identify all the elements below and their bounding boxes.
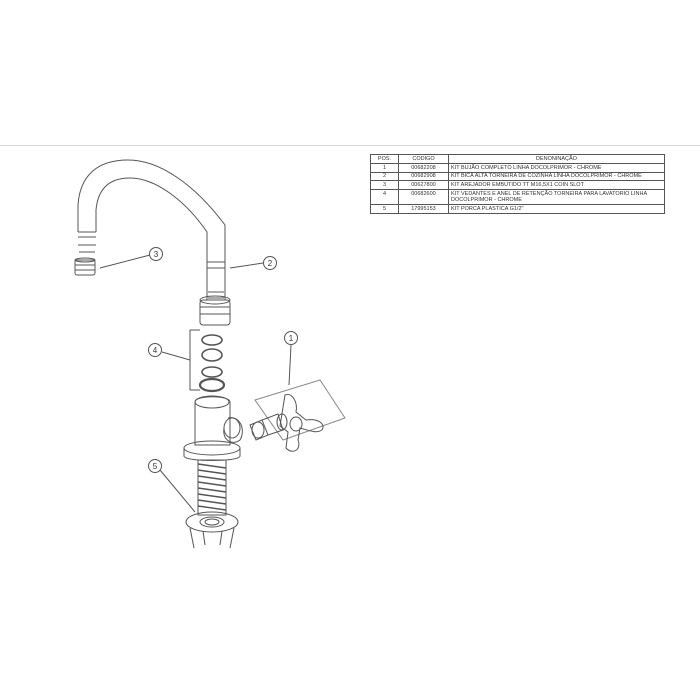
seals-part — [198, 334, 226, 393]
svg-text:1: 1 — [289, 334, 294, 343]
leader-lines — [99, 254, 292, 513]
row-code: 00682208 — [398, 162, 449, 173]
row-description: KIT BUJÃO COMPLETO LINHA DOCOLPRIMOR - C… — [448, 162, 665, 173]
callout-1: 1 — [284, 331, 298, 345]
row-code: 00682600 — [398, 189, 449, 206]
spout-part — [77, 159, 226, 300]
row-description: KIT VEDANTES E ANEL DE RETENÇÃO TORNEIRA… — [448, 189, 665, 206]
table-row: 2 00682908 KIT BICA ALTA TORNEIRA DE COZ… — [370, 171, 665, 182]
header-pos: POS. — [370, 154, 399, 164]
row-pos: 4 — [370, 189, 399, 206]
table-header-row: POS. CODIGO DENONINAÇÃO — [370, 154, 665, 164]
svg-text:3: 3 — [154, 250, 159, 259]
row-description: KIT AREJADOR EMBUTIDO TT M16,5X1 COIN SL… — [448, 180, 665, 191]
callout-3: 3 — [149, 247, 163, 261]
top-divider-line — [0, 145, 700, 146]
row-pos: 3 — [370, 180, 399, 191]
table-row: 5 17995153 KIT PORCA PLASTICA G1/2" — [370, 204, 665, 214]
svg-text:5: 5 — [153, 462, 158, 471]
row-description: KIT BICA ALTA TORNEIRA DE COZINHA LINHA … — [448, 171, 665, 182]
row-code: 00627800 — [398, 180, 449, 191]
svg-text:4: 4 — [153, 346, 158, 355]
svg-text:2: 2 — [268, 259, 273, 268]
spout-nut-part — [199, 295, 231, 326]
table-row: 4 00682600 KIT VEDANTES E ANEL DE RETENÇ… — [370, 189, 665, 206]
row-pos: 2 — [370, 171, 399, 182]
table-row: 1 00682208 KIT BUJÃO COMPLETO LINHA DOCO… — [370, 162, 665, 173]
faucet-body-part — [183, 395, 243, 461]
row-pos: 1 — [370, 162, 399, 173]
handle-assembly-part — [249, 379, 346, 452]
callout-4: 4 — [148, 343, 162, 357]
plastic-nut-part — [185, 511, 239, 549]
row-pos: 5 — [370, 204, 399, 214]
row-code: 00682908 — [398, 171, 449, 182]
threaded-shank-part — [197, 459, 227, 516]
aerator-part — [74, 257, 96, 276]
row-code: 17995153 — [398, 204, 449, 214]
parts-table: POS. CODIGO DENONINAÇÃO 1 00682208 KIT B… — [370, 154, 665, 214]
callout-5: 5 — [148, 459, 162, 473]
row-description: KIT PORCA PLASTICA G1/2" — [448, 204, 665, 214]
table-row: 3 00627800 KIT AREJADOR EMBUTIDO TT M16,… — [370, 180, 665, 191]
header-code: CODIGO — [398, 154, 449, 164]
header-description: DENONINAÇÃO — [448, 154, 665, 164]
callout-2: 2 — [263, 256, 277, 270]
